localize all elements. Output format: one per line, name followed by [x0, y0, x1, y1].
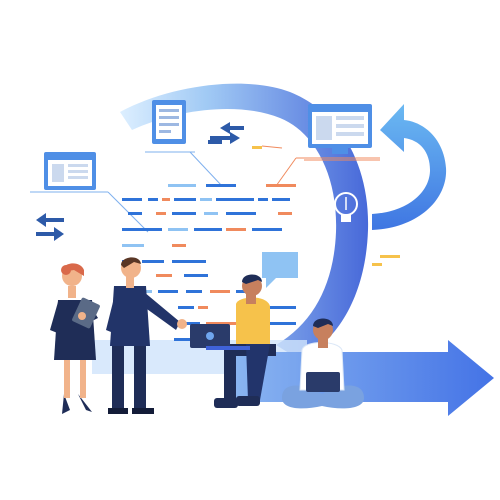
woman-with-tablet [50, 263, 100, 414]
connector-lines [107, 145, 380, 233]
browser-window-icon [30, 152, 108, 193]
lightbulb-icon [334, 192, 358, 222]
man-in-suit [106, 257, 187, 414]
flow-arc [120, 83, 369, 360]
chat-bubble-icon [262, 252, 298, 288]
exchange-arrows-icon [208, 122, 244, 144]
code-lines [122, 184, 296, 341]
document-icon [145, 100, 195, 153]
exchange-arrows-icon [36, 213, 64, 241]
man-with-laptop [190, 274, 276, 408]
cycle-arrow [372, 104, 447, 230]
browser-window-icon [296, 104, 380, 159]
sticky-note-lines [252, 146, 400, 266]
man-sitting-with-laptop [282, 318, 364, 409]
